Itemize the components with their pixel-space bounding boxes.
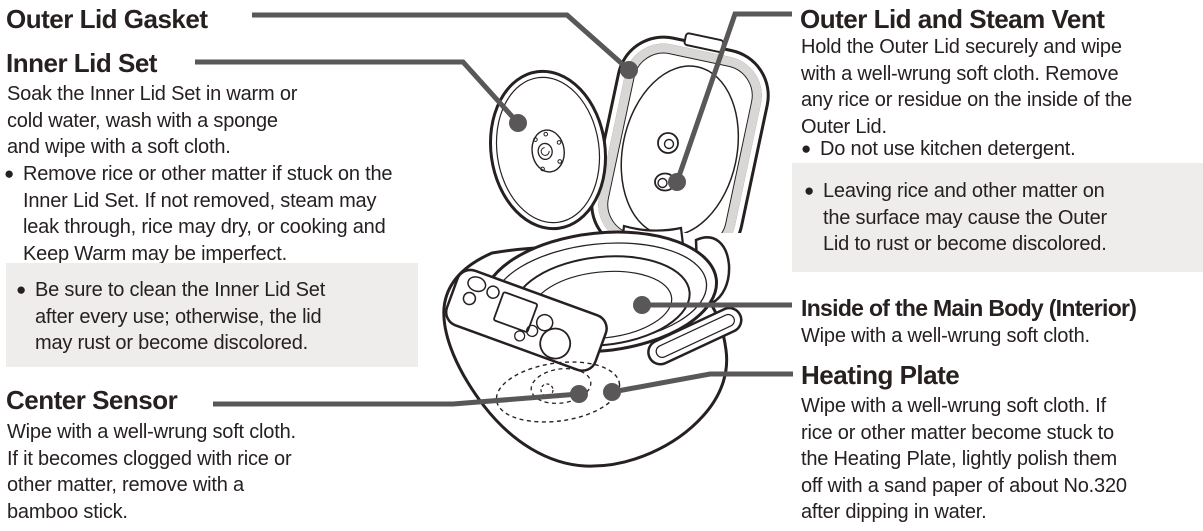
bullet-icon: ● [4,164,15,183]
outer-lid-steam-vent-body: Hold the Outer Lid securely and wipe wit… [801,36,1133,138]
inner-lid-set-title: Inner Lid Set [6,48,157,78]
outer-lid-illustration [590,32,770,233]
lcd-display [493,291,538,333]
steam-vent-bullet: ● Do not use kitchen detergent. [801,136,1203,163]
center-sensor-marker-dot [570,385,588,403]
interior-marker-dot [633,296,651,314]
hidden-parts-dashed-outline [495,361,621,423]
steam-vent-marker-dot [668,173,686,191]
bullet-icon: ● [16,280,27,299]
center-sensor-title: Center Sensor [6,385,178,415]
center-sensor-body: Wipe with a well-wrung soft cloth. If it… [7,421,296,523]
outer-lid-gasket-leader [252,12,631,72]
outer-lid-steam-vent-title: Outer Lid and Steam Vent [800,4,1105,34]
inner-lid-set-leader [195,59,520,125]
inside-main-body-title: Inside of the Main Body (Interior) [801,295,1137,321]
heating-plate-leader [611,371,793,395]
heating-plate-marker-dot [603,383,621,401]
inner-lid-set-bullet-text: Remove rice or other matter if stuck on … [23,163,393,265]
inner-lid-set-body: Soak the Inner Lid Set in warm or cold w… [7,83,298,158]
inner-lid-illustration [488,69,608,231]
steam-vent-leader [674,11,792,183]
outer-lid-gasket-marker-dot [620,61,638,79]
inner-lid-set-bullet: ● Remove rice or other matter if stuck o… [4,161,464,267]
inner-lid-set-note-box: ● Be sure to clean the Inner Lid Set aft… [6,263,418,367]
steam-vent-note-box: ● Leaving rice and other matter on the s… [792,163,1203,272]
outer-lid-gasket-ring [598,43,762,233]
control-panel-illustration [444,268,608,372]
inner-lid-set-marker-dot [509,114,527,132]
steam-vent-bullet-text: Do not use kitchen detergent. [820,138,1076,160]
heating-plate-body: Wipe with a well-wrung soft cloth. If ri… [801,395,1127,523]
steam-vent-note-text: Leaving rice and other matter on the sur… [823,180,1107,255]
center-sensor-leader [213,391,580,407]
inner-lid-set-note-text: Be sure to clean the Inner Lid Set after… [35,279,326,354]
body-handle [647,306,743,366]
inside-main-body-text: Wipe with a well-wrung soft cloth. [801,325,1090,347]
callout-leader-lines [195,11,793,407]
bullet-icon: ● [801,139,812,158]
heating-plate-title: Heating Plate [801,360,960,390]
bullet-icon: ● [804,181,815,200]
outer-lid-gasket-title: Outer Lid Gasket [6,4,208,34]
